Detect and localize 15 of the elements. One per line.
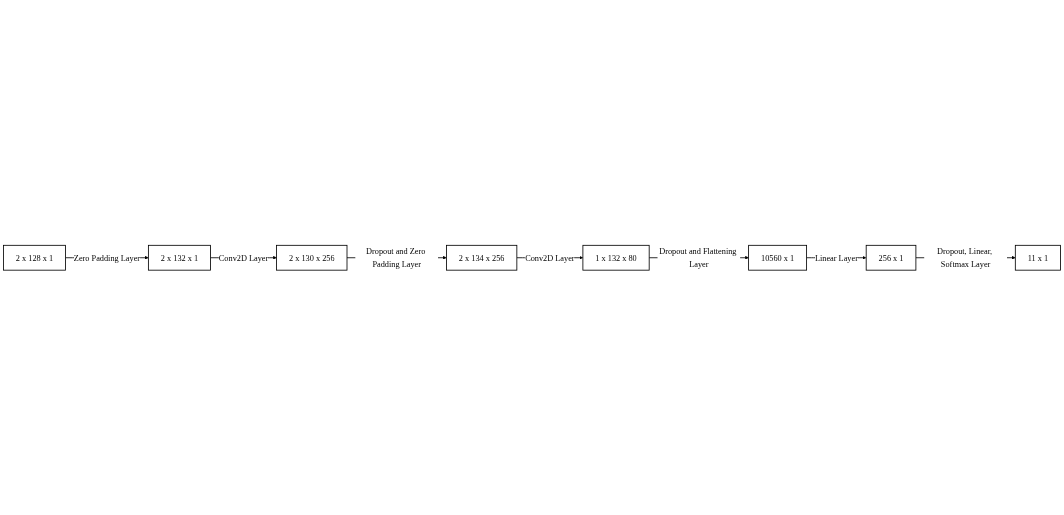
node-box: 2 x 128 x 1 xyxy=(3,244,66,271)
node-box: 2 x 132 x 1 xyxy=(147,244,211,271)
node-box: 2 x 134 x 256 xyxy=(446,244,518,271)
edge-label: Dropout and Flattening Layer xyxy=(659,246,737,269)
edge-label: Linear Layer xyxy=(814,252,858,263)
edge-label: Conv2D Layer xyxy=(525,252,575,263)
node-box: 256 x 1 xyxy=(865,244,917,271)
edge-label: Conv2D Layer xyxy=(218,252,269,263)
edge-label: Zero Padding Layer xyxy=(73,252,141,263)
node-box: 2 x 130 x 256 xyxy=(276,244,348,271)
edge-label: Dropout and Zero Padding Layer xyxy=(365,246,426,269)
node-box: 11 x 1 xyxy=(1014,244,1061,271)
node-box: 1 x 132 x 80 xyxy=(582,244,650,271)
edge-label: Dropout, Linear, Softmax Layer xyxy=(937,246,993,269)
node-box: 10560 x 1 xyxy=(748,244,807,271)
